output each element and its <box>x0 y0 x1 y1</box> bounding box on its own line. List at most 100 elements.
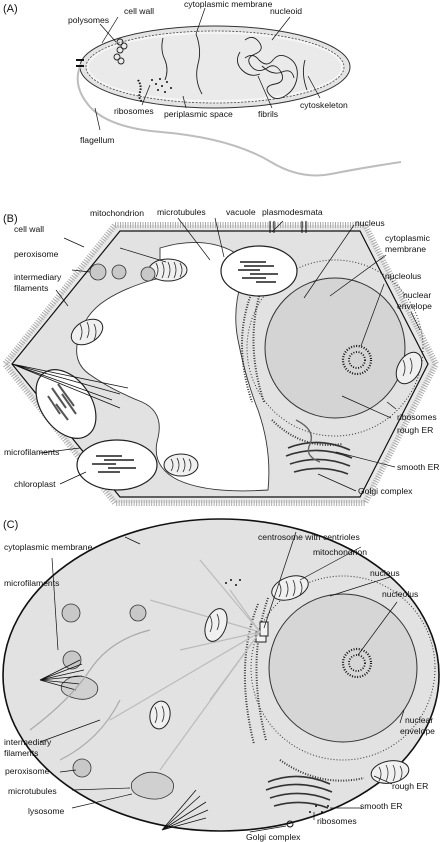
label-nuclear-envelope-c-2: envelope <box>400 726 435 736</box>
panel-a: (A) <box>3 0 402 177</box>
label-flagellum: flagellum <box>80 135 114 145</box>
plant-peroxisome-2 <box>111 264 127 280</box>
label-ribosomes-b: ribosomes <box>397 412 437 422</box>
label-nucleolus-b: nucleolus <box>385 271 421 281</box>
label-smooth-er-c: smooth ER <box>360 801 403 811</box>
label-mitochondrion-c: mitochondrion <box>313 547 367 557</box>
label-nucleus-b: nucleus <box>355 218 385 228</box>
label-peroxisome-c: peroxisome <box>5 766 50 776</box>
plant-mitochondrion-right <box>395 351 423 385</box>
animal-ribosome-dots <box>225 579 329 813</box>
label-intermediary-filaments-c-2: filaments <box>4 748 38 758</box>
animal-nucleolus <box>341 647 373 679</box>
label-lysosome: lysosome <box>28 806 65 816</box>
label-cytoplasmic-membrane-a: cytoplasmic membrane <box>184 0 273 9</box>
plant-nucleus <box>264 277 406 419</box>
plant-chloroplast-top <box>220 245 298 297</box>
plant-nuclear-envelope <box>246 259 424 437</box>
label-ribosomes-a: ribosomes <box>114 106 154 116</box>
animal-peroxisome-1 <box>61 603 81 623</box>
plant-rough-er <box>241 285 343 446</box>
label-ribosomes-c: ribosomes <box>317 816 357 826</box>
animal-lysosome-2 <box>130 771 175 800</box>
animal-nuclear-envelope <box>250 575 436 761</box>
label-chloroplast: chloroplast <box>14 479 56 489</box>
plant-nucleolus <box>341 344 373 376</box>
label-intermediary-filaments-c-1: intermediary <box>4 737 52 747</box>
nucleoid-shape <box>244 37 298 99</box>
animal-mitochondrion-mid <box>204 608 228 642</box>
label-nucleolus-c: nucleolus <box>382 589 418 599</box>
label-cell-wall-a: cell wall <box>124 6 154 16</box>
label-vacuole: vacuole <box>226 207 256 217</box>
animal-microfilaments-left <box>39 659 85 691</box>
panel-c-label: (C) <box>3 519 18 531</box>
label-nucleus-c: nucleus <box>370 568 400 578</box>
cytoskeleton-line <box>302 59 308 91</box>
label-nucleoid: nucleoid <box>270 6 302 16</box>
panel-c: (C) <box>2 518 440 842</box>
plant-golgi <box>285 441 353 475</box>
animal-mitochondrion-low <box>149 700 171 730</box>
plant-microfilaments <box>11 363 129 409</box>
animal-peroxisome-3 <box>62 650 82 670</box>
label-cytoskeleton: cytoskeleton <box>300 100 348 110</box>
plant-mitochondrion-bottom <box>163 453 199 477</box>
label-intermediary-filaments-b-2: filaments <box>14 283 48 293</box>
label-centrosome: centrosome with centrioles <box>258 532 360 542</box>
flagellum-base <box>76 59 84 67</box>
plant-smooth-er <box>295 419 321 463</box>
label-cytoplasmic-membrane-b-2: membrane <box>385 244 426 254</box>
plant-plasmodesmata <box>269 221 307 233</box>
label-rough-er-b: rough ER <box>397 425 433 435</box>
fibril-line-1 <box>161 37 168 81</box>
label-cytoplasmic-membrane-c: cytoplasmic membrane <box>4 542 93 552</box>
label-periplasmic-space: periplasmic space <box>164 109 233 119</box>
plant-chloroplast-bottom <box>76 439 158 491</box>
plant-nucleolus-core <box>348 351 366 369</box>
animal-mitochondrion-top <box>271 575 309 601</box>
label-fibrils: fibrils <box>258 109 278 119</box>
ribosomes-dots <box>151 78 172 93</box>
label-microfilaments-c: microfilaments <box>4 578 59 588</box>
label-rough-er-c: rough ER <box>392 781 428 791</box>
label-cytoplasmic-membrane-b-1: cytoplasmic <box>385 233 431 243</box>
label-polysomes: polysomes <box>68 15 109 25</box>
panel-a-label: (A) <box>3 3 18 15</box>
label-nuclear-envelope-b-2: envelope <box>397 301 432 311</box>
plant-mitochondrion-top <box>148 258 188 282</box>
animal-nucleolus-core <box>348 654 366 672</box>
animal-peroxisome-4 <box>72 758 92 778</box>
panel-b: (B) <box>1 207 440 506</box>
animal-mitochondrion-right <box>370 760 410 784</box>
label-microfilaments-b: microfilaments <box>4 447 59 457</box>
nucleoid-loop <box>237 51 295 79</box>
label-golgi-complex-c: Golgi complex <box>246 832 301 842</box>
label-smooth-er-b: smooth ER <box>397 462 440 472</box>
label-microtubules-b: microtubules <box>157 207 206 217</box>
animal-microfilaments-bottom <box>161 789 209 831</box>
animal-nucleus <box>268 593 418 743</box>
label-microtubules-c: microtubules <box>8 786 57 796</box>
polysomes-group <box>113 38 128 65</box>
plant-mitochondrion-left <box>70 318 104 346</box>
label-golgi-complex-b: Golgi complex <box>358 486 413 496</box>
panel-b-label: (B) <box>3 213 18 225</box>
label-peroxisome-b: peroxisome <box>14 249 59 259</box>
animal-intermediary-filaments <box>29 629 151 761</box>
label-mitochondrion-b: mitochondrion <box>90 208 144 218</box>
label-intermediary-filaments-b-1: intermediary <box>14 272 62 282</box>
flagellum-shape <box>76 63 402 177</box>
plant-peroxisome-3 <box>140 266 156 282</box>
animal-golgi <box>265 775 333 809</box>
animal-peroxisome-2 <box>129 604 147 622</box>
animal-golgi-vesicle <box>286 820 294 828</box>
label-cell-wall-b: cell wall <box>14 224 44 234</box>
plant-peroxisome-1 <box>89 263 107 281</box>
label-nuclear-envelope-c-1: nuclear <box>405 715 433 725</box>
animal-rough-er <box>243 597 365 782</box>
animal-microtubules <box>109 559 261 771</box>
label-nuclear-envelope-b-1: nuclear <box>403 290 431 300</box>
fibril-line-2 <box>195 33 203 95</box>
